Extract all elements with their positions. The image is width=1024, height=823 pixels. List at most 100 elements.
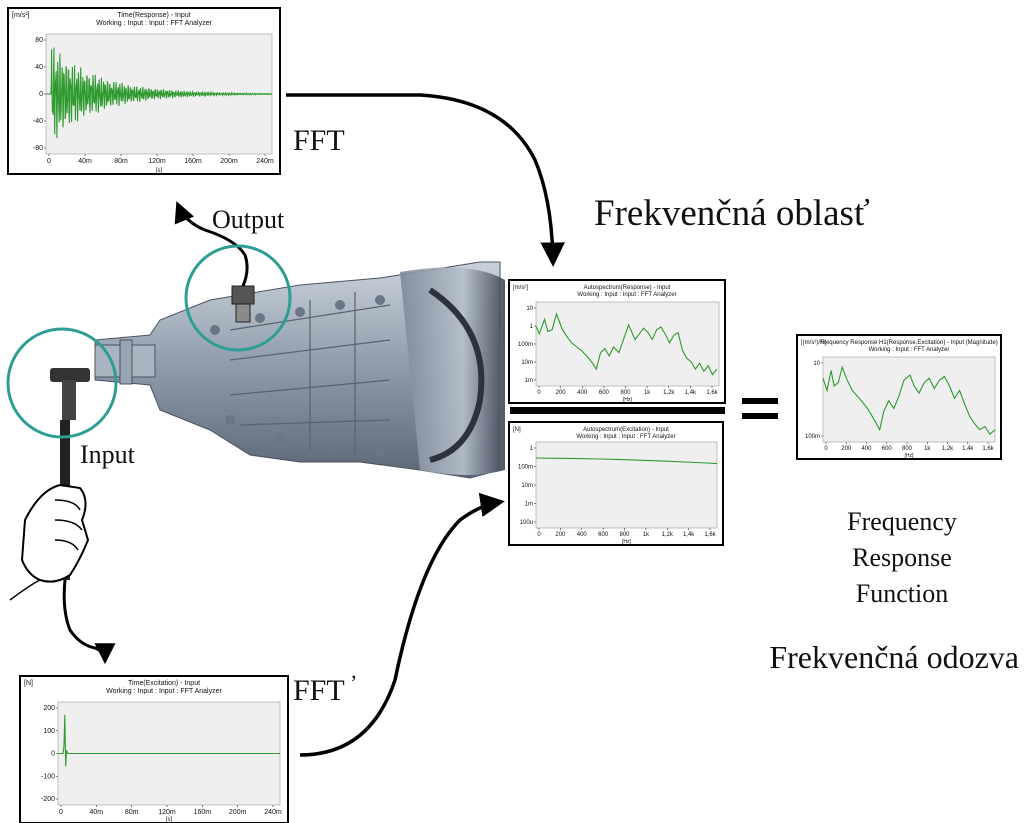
x-tick-label: 1,4k xyxy=(685,390,697,396)
y-tick-label: -40 xyxy=(33,118,43,125)
hand-icon xyxy=(9,483,90,601)
chart-unit: [m/s²] xyxy=(12,12,30,19)
x-tick-label: 600 xyxy=(598,532,609,538)
x-tick-label: 80m xyxy=(125,809,139,816)
plot-area xyxy=(535,441,718,529)
y-tick-label: -80 xyxy=(33,145,43,152)
x-tick-label: 160m xyxy=(184,158,202,165)
chart-xlabel: [Hz] xyxy=(623,397,633,403)
frf-label-line2: Response xyxy=(852,543,952,572)
x-tick-label: 800 xyxy=(619,532,630,538)
gearbox-image xyxy=(94,261,505,479)
y-tick-label: 40 xyxy=(35,64,43,71)
chart-subtitle: Working : Input : FFT Analyzer xyxy=(869,347,950,353)
y-tick-label: 100 xyxy=(43,728,55,735)
x-tick-label: 600 xyxy=(599,390,610,396)
y-tick-label: 10 xyxy=(526,306,533,312)
x-tick-label: 160m xyxy=(194,809,212,816)
x-tick-label: 400 xyxy=(861,446,872,452)
chart-xlabel: [s] xyxy=(156,168,163,174)
chart-title: Autospectrum(Response) - Input xyxy=(584,285,671,291)
x-tick-label: 200 xyxy=(556,390,567,396)
series-line xyxy=(58,714,280,767)
y-tick-label: 100m xyxy=(518,342,533,348)
plot-area xyxy=(535,301,720,387)
chart-subtitle: Working : Input : Input : FFT Analyzer xyxy=(106,688,222,695)
x-tick-label: 120m xyxy=(158,809,176,816)
fft-bottom-mark: ’ xyxy=(350,670,357,695)
y-tick-label: 100m xyxy=(805,434,820,440)
series-line xyxy=(535,457,718,465)
x-tick-label: 40m xyxy=(90,809,104,816)
y-tick-label: 1m xyxy=(525,502,533,508)
x-tick-label: 1k xyxy=(924,446,931,452)
x-tick-label: 200 xyxy=(841,446,852,452)
x-tick-label: 240m xyxy=(264,809,282,816)
y-tick-label: -200 xyxy=(41,796,55,803)
x-tick-label: 0 xyxy=(47,158,51,165)
x-tick-label: 200 xyxy=(555,532,566,538)
x-tick-label: 1k xyxy=(644,390,651,396)
x-tick-label: 1,2k xyxy=(663,390,675,396)
freq-domain-title: Frekvenčná oblasť xyxy=(594,193,870,234)
x-tick-label: 0 xyxy=(537,390,541,396)
fft-arrow-top xyxy=(286,93,565,267)
chart-subtitle: Working : Input : Input : FFT Analyzer xyxy=(576,434,675,440)
x-tick-label: 200m xyxy=(220,158,238,165)
input-label: Input xyxy=(80,440,136,469)
chart-subtitle: Working : Input : Input : FFT Analyzer xyxy=(577,292,676,298)
x-tick-label: 0 xyxy=(537,532,541,538)
y-tick-label: 80 xyxy=(35,37,43,44)
x-tick-label: 1,6k xyxy=(704,532,716,538)
x-tick-label: 1k xyxy=(643,532,650,538)
x-tick-label: 40m xyxy=(78,158,92,165)
chart-title: Frequency Response H1(Response,Excitatio… xyxy=(820,340,997,346)
chart-unit: [(m/s²)/N] xyxy=(801,340,826,346)
equals-sign xyxy=(742,398,778,419)
series-line xyxy=(535,312,718,376)
y-tick-label: 100u xyxy=(520,520,533,526)
freq-odozva-title: Frekvenčná odozva xyxy=(769,639,1019,675)
accelerometer-icon xyxy=(174,201,255,323)
y-tick-label: 0 xyxy=(39,91,43,98)
x-tick-label: 1,4k xyxy=(962,446,974,452)
division-bar xyxy=(510,407,725,414)
chart-title: Time(Response) - Input xyxy=(117,12,190,19)
x-tick-label: 600 xyxy=(882,446,893,452)
x-tick-label: 400 xyxy=(577,532,588,538)
x-tick-label: 1,6k xyxy=(706,390,718,396)
autospectrum-excitation-chart: Autospectrum(Excitation) - InputWorking … xyxy=(508,421,724,546)
y-tick-label: 100m xyxy=(518,465,533,471)
chart-unit: [m/s²] xyxy=(513,285,528,291)
series-line xyxy=(822,365,996,436)
chart-subtitle: Working : Input : Input : FFT Analyzer xyxy=(96,20,212,27)
y-tick-label: 1m xyxy=(525,378,533,384)
chart-unit: [N] xyxy=(513,427,521,433)
chart-unit: [N] xyxy=(24,680,33,687)
x-tick-label: 240m xyxy=(256,158,274,165)
frf-chart: Frequency Response H1(Response,Excitatio… xyxy=(796,334,1002,460)
x-tick-label: 80m xyxy=(114,158,128,165)
chart-xlabel: [s] xyxy=(166,817,173,823)
y-tick-label: 10 xyxy=(813,361,820,367)
frf-label-line3: Function xyxy=(856,579,948,608)
plot-area xyxy=(822,356,996,443)
chart-xlabel: [Hz] xyxy=(622,539,632,545)
frf-label-line1: Frequency xyxy=(847,507,957,536)
x-tick-label: 800 xyxy=(902,446,913,452)
fft-top-label: FFT xyxy=(293,124,345,157)
y-tick-label: 10m xyxy=(521,360,533,366)
y-tick-label: 10m xyxy=(521,483,533,489)
y-tick-label: 200 xyxy=(43,705,55,712)
x-tick-label: 0 xyxy=(824,446,828,452)
y-tick-label: 1 xyxy=(530,324,534,330)
x-tick-label: 200m xyxy=(229,809,247,816)
chart-title: Time(Excitation) - Input xyxy=(128,680,200,687)
chart-xlabel: [Hz] xyxy=(905,453,915,459)
output-ring xyxy=(184,244,292,352)
x-tick-label: 1,2k xyxy=(662,532,674,538)
